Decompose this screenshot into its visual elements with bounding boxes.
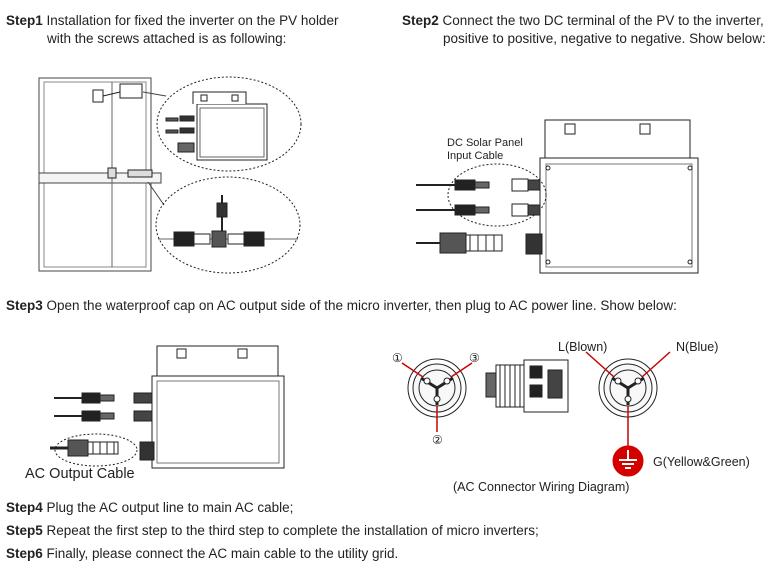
step4-line: Step4 Plug the AC output line to main AC… xyxy=(6,499,293,517)
wire-g-label: G(Yellow&Green) xyxy=(653,455,750,469)
step6-text: Finally, please connect the AC main cabl… xyxy=(46,546,399,561)
step2-text: Connect the two DC terminal of the PV to… xyxy=(442,13,764,28)
step5-tag: Step5 xyxy=(6,523,43,538)
step3-line: Step3 Open the waterproof cap on AC outp… xyxy=(6,297,677,315)
zoom-leader-1 xyxy=(142,91,167,97)
step2-inverter xyxy=(525,119,699,274)
dc-cable-minus xyxy=(416,203,541,217)
step4-text: Plug the AC output line to main AC cable… xyxy=(46,500,294,515)
ac-gland-step2 xyxy=(416,232,503,254)
step6-line: Step6 Finally, please connect the AC mai… xyxy=(6,545,398,563)
dc-zoom-ellipse xyxy=(447,163,547,227)
step2-line1: Step2 Connect the two DC terminal of the… xyxy=(402,12,764,30)
wiring-caption: (AC Connector Wiring Diagram) xyxy=(453,480,630,494)
step5-text: Repeat the first step to the third step … xyxy=(46,523,539,538)
step1-line2: with the screws attached is as following… xyxy=(47,31,287,46)
wire-n-label: N(Blue) xyxy=(676,340,719,354)
zoom-leader-2 xyxy=(147,181,165,206)
step2-tag: Step2 xyxy=(402,13,439,28)
zoom-cable-connectors xyxy=(155,176,301,274)
step3-inverter xyxy=(139,345,285,469)
step4-tag: Step4 xyxy=(6,500,43,515)
step5-line: Step5 Repeat the first step to the third… xyxy=(6,522,539,540)
step3-tag: Step3 xyxy=(6,298,43,313)
marker-2: ② xyxy=(432,433,443,447)
dc-label-line2: Input Cable xyxy=(447,150,504,162)
step1-line1: Step1 Installation for fixed the inverte… xyxy=(6,12,338,30)
dc-cable-plus xyxy=(416,178,541,192)
ac-connector-plug-side xyxy=(485,359,569,413)
pv-frame xyxy=(38,77,162,272)
step3-dc-cables xyxy=(54,392,153,422)
dc-label-line1: DC Solar Panel xyxy=(447,137,523,149)
ground-icon xyxy=(612,445,644,477)
ac-connector-face-left xyxy=(401,358,473,432)
step6-tag: Step6 xyxy=(6,546,43,561)
step2-line2: positive to positive, negative to negati… xyxy=(443,31,766,46)
ac-output-label: AC Output Cable xyxy=(25,466,135,482)
marker-3: ③ xyxy=(469,351,480,365)
ac-output-cable xyxy=(50,439,119,457)
step1-text: Installation for fixed the inverter on t… xyxy=(46,13,339,28)
step1-tag: Step1 xyxy=(6,13,43,28)
step3-text: Open the waterproof cap on AC output sid… xyxy=(46,298,677,313)
ac-cable-zoom-ellipse xyxy=(54,433,138,467)
wire-l-label: L(Blown) xyxy=(558,340,608,354)
marker-1: ① xyxy=(392,351,403,365)
ac-connector-face-right xyxy=(585,351,671,448)
zoom-inverter-on-holder xyxy=(156,76,302,172)
